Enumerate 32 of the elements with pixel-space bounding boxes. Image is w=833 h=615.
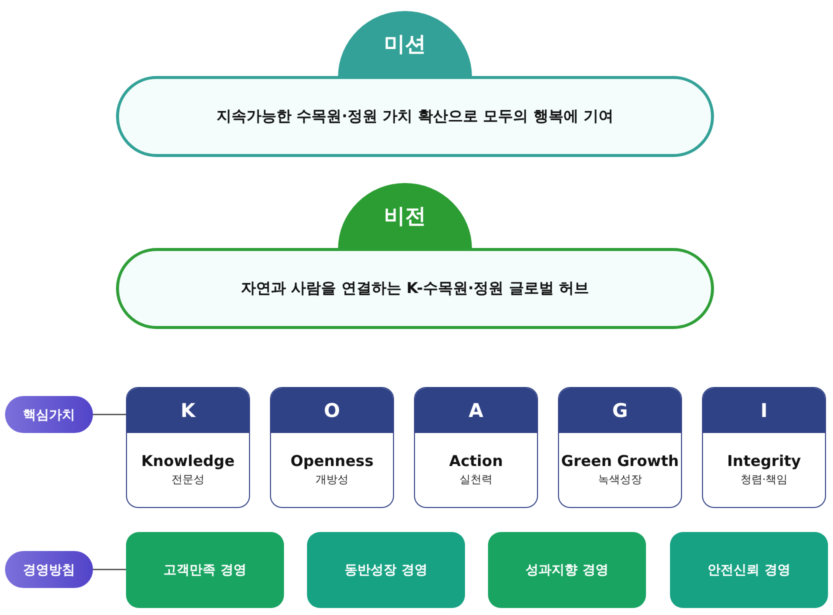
value-title: Integrity xyxy=(726,451,802,472)
value-title: Green Growth xyxy=(560,451,680,472)
card-header: A xyxy=(415,388,537,433)
value-title: Action xyxy=(448,451,504,472)
card-header: O xyxy=(271,388,393,433)
value-card xyxy=(558,387,682,508)
value-subtitle: 녹색성장 xyxy=(597,472,643,488)
value-subtitle: 전문성 xyxy=(170,472,206,488)
value-title: Openness xyxy=(289,451,375,472)
heading-tab: 미션 xyxy=(338,11,472,77)
category-pill: 경영방침 xyxy=(5,551,93,588)
policy-box: 성과지향 경영 xyxy=(488,532,646,608)
connector-line xyxy=(93,414,126,416)
card-header: K xyxy=(127,388,249,433)
category-pill: 핵심가치 xyxy=(5,396,93,433)
value-subtitle: 개방성 xyxy=(314,472,350,488)
policy-box: 안전신뢰 경영 xyxy=(670,532,828,608)
policy-box: 고객만족 경영 xyxy=(126,532,284,608)
value-card xyxy=(414,387,538,508)
statement-pill: 지속가능한 수목원·정원 가치 확산으로 모두의 행복에 기여 xyxy=(116,76,714,157)
value-card xyxy=(270,387,394,508)
card-header: I xyxy=(703,388,825,433)
value-subtitle: 실천력 xyxy=(458,472,494,488)
policy-box: 동반성장 경영 xyxy=(307,532,465,608)
value-title: Knowledge xyxy=(140,451,236,472)
value-card xyxy=(126,387,250,508)
connector-line xyxy=(93,568,126,570)
value-subtitle: 청렴·책임 xyxy=(739,472,789,488)
statement-pill: 자연과 사람을 연결하는 K-수목원·정원 글로벌 허브 xyxy=(116,248,714,329)
heading-tab: 비전 xyxy=(338,183,472,249)
value-card xyxy=(702,387,826,508)
card-header: G xyxy=(559,388,681,433)
